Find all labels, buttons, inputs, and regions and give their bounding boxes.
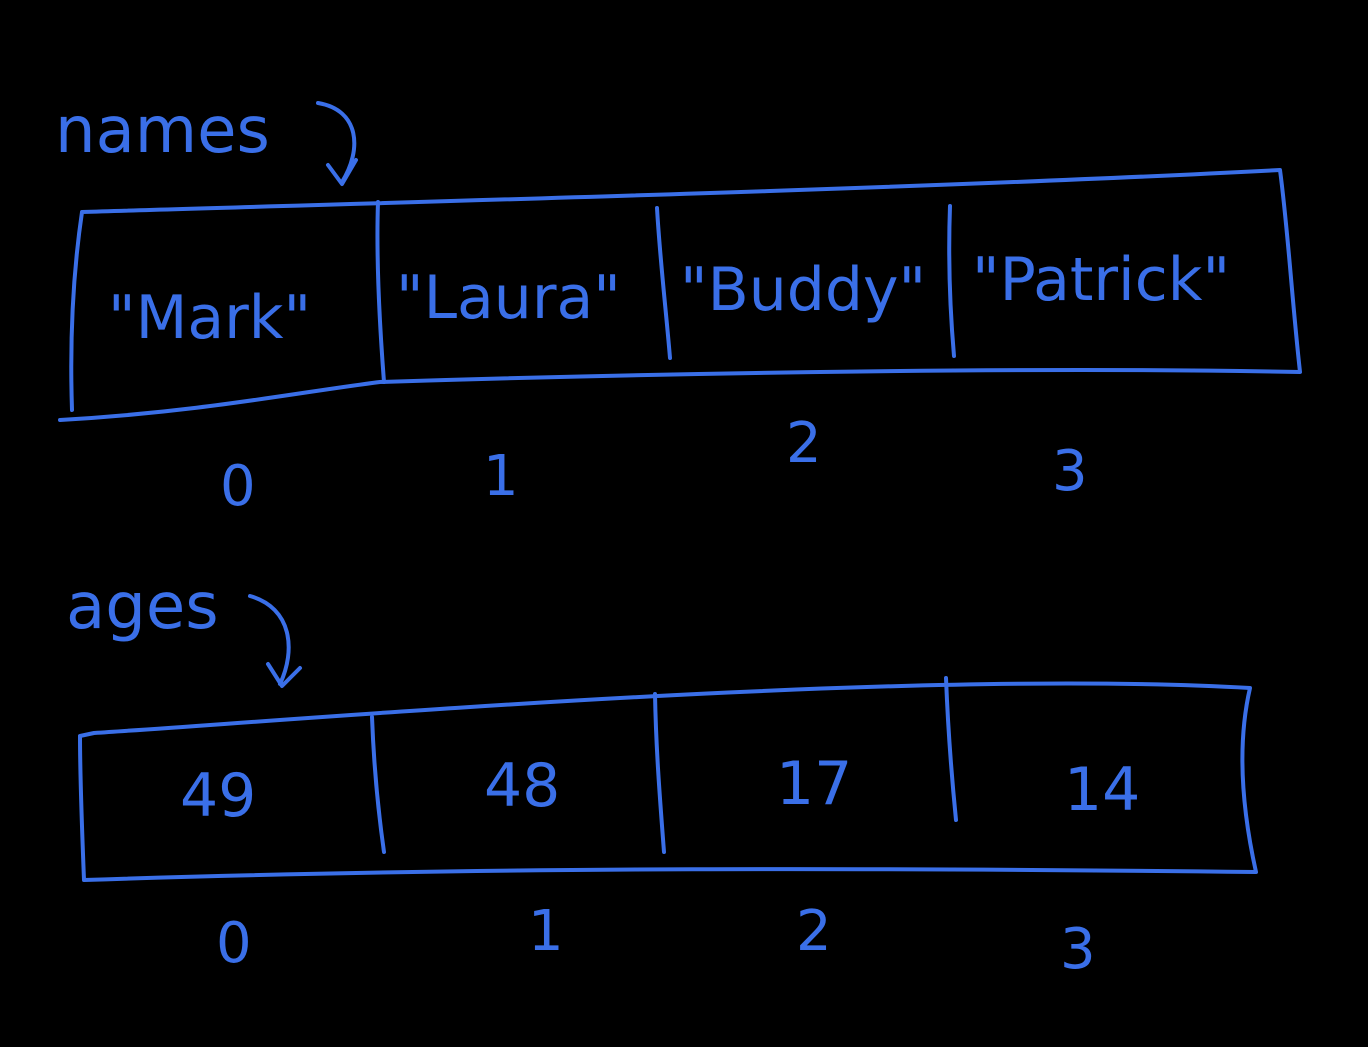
names-cell-value: "Buddy"	[680, 255, 926, 325]
ages-array: ages 49 48 17 14 0 1 2 3	[66, 570, 1258, 982]
names-cell-value: "Mark"	[108, 283, 311, 353]
names-index-label: 2	[786, 411, 822, 476]
ages-array-box	[78, 681, 1258, 882]
names-cell-divider	[375, 200, 386, 384]
names-array-box	[58, 168, 1302, 422]
names-index-label: 1	[483, 444, 519, 509]
ages-cell-value: 14	[1064, 755, 1140, 825]
ages-pointer-arrow	[248, 594, 302, 688]
names-array: names "Mark" "Laura" "Buddy" "Patrick" 0…	[55, 94, 1302, 519]
names-pointer-arrow	[316, 101, 358, 186]
ages-label: ages	[66, 570, 219, 644]
names-label: names	[55, 94, 270, 168]
names-cell-value: "Patrick"	[972, 245, 1230, 315]
names-cell-value: "Laura"	[396, 263, 621, 333]
names-cell-divider	[947, 204, 956, 358]
ages-cell-divider	[370, 715, 386, 854]
ages-cell-divider	[653, 692, 666, 854]
ages-cell-value: 48	[484, 751, 560, 821]
ages-index-label: 1	[528, 899, 564, 964]
ages-index-label: 0	[216, 911, 252, 976]
ages-index-label: 3	[1060, 917, 1096, 982]
names-index-label: 3	[1052, 439, 1088, 504]
names-cell-divider	[655, 206, 672, 360]
ages-cell-value: 17	[776, 749, 852, 819]
ages-cell-value: 49	[180, 761, 256, 831]
ages-cell-divider	[944, 676, 958, 822]
ages-index-label: 2	[796, 899, 832, 964]
names-index-label: 0	[220, 454, 256, 519]
